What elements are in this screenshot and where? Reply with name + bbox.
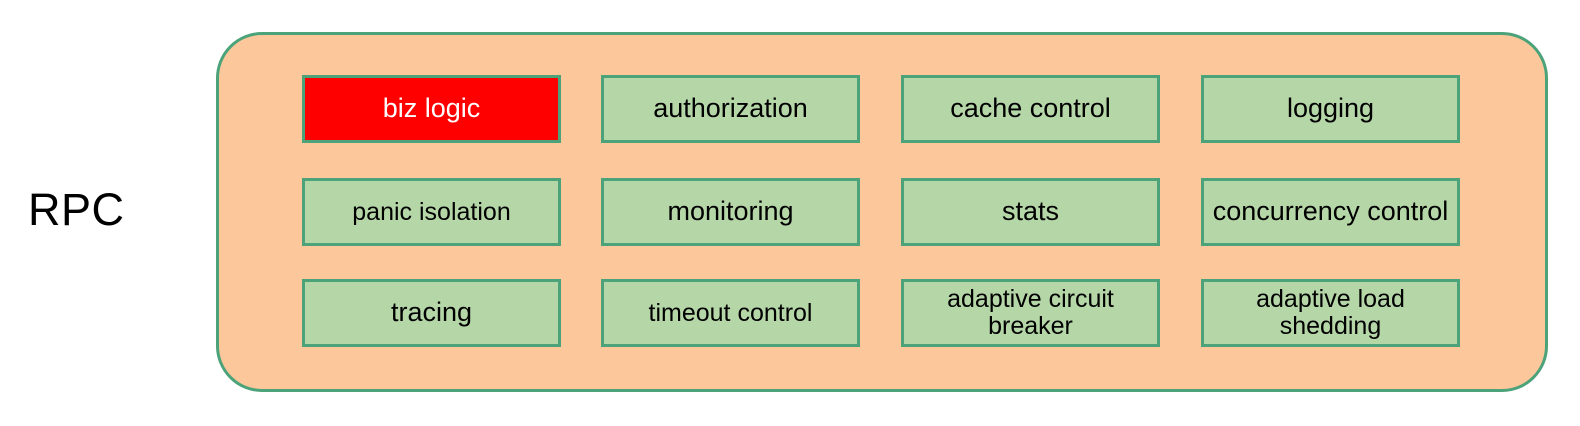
feature-box-logging[interactable]: logging [1201, 75, 1460, 143]
feature-box-label: adaptive circuit breaker [947, 285, 1114, 340]
feature-box-cache-control[interactable]: cache control [901, 75, 1160, 143]
feature-box-tracing[interactable]: tracing [302, 279, 561, 347]
feature-box-authorization[interactable]: authorization [601, 75, 860, 143]
rpc-container: biz logic authorization cache control lo… [216, 32, 1548, 392]
feature-box-label: cache control [950, 93, 1111, 124]
feature-box-label: logging [1286, 93, 1375, 124]
rpc-group-label: RPC [28, 184, 125, 235]
feature-box-label: authorization [653, 93, 808, 124]
feature-box-adaptive-load-shedding[interactable]: adaptive load shedding [1201, 279, 1460, 347]
feature-box-label: panic isolation [352, 197, 511, 226]
feature-box-label: biz logic [382, 93, 481, 124]
feature-box-monitoring[interactable]: monitoring [601, 178, 860, 246]
feature-box-label: stats [1001, 196, 1060, 227]
feature-box-timeout-control[interactable]: timeout control [601, 279, 860, 347]
feature-box-label: tracing [390, 297, 473, 328]
feature-box-concurrency-control[interactable]: concurrency control [1201, 178, 1460, 246]
feature-grid: biz logic authorization cache control lo… [302, 75, 1461, 347]
feature-box-label: monitoring [667, 196, 794, 227]
feature-box-label: concurrency control [1212, 196, 1449, 227]
feature-box-label: adaptive load shedding [1256, 285, 1405, 340]
feature-box-biz-logic[interactable]: biz logic [302, 75, 561, 143]
feature-box-stats[interactable]: stats [901, 178, 1160, 246]
feature-box-adaptive-circuit-breaker[interactable]: adaptive circuit breaker [901, 279, 1160, 347]
feature-box-panic-isolation[interactable]: panic isolation [302, 178, 561, 246]
feature-box-label: timeout control [648, 298, 813, 327]
